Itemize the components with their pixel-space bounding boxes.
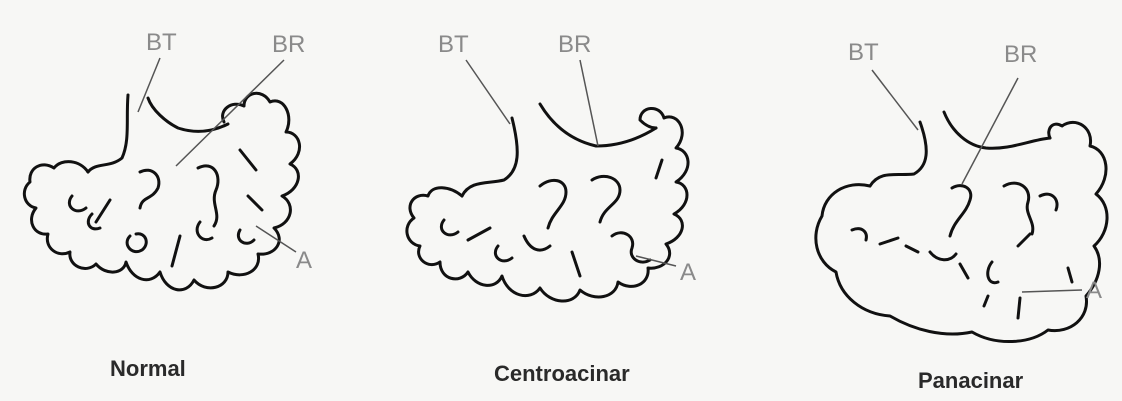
normal-acinus-drawing (24, 93, 299, 290)
panacinar-bt-leader (872, 70, 918, 130)
centroacinar-bt-leader (466, 60, 510, 124)
panacinar-br-leader (962, 78, 1018, 184)
centroacinar-br-leader (580, 60, 598, 146)
panacinar-a-label: A (1086, 277, 1102, 304)
panacinar-acinus-drawing (816, 112, 1107, 342)
normal-a-label: A (296, 247, 312, 274)
panacinar-br-label: BR (1004, 41, 1037, 68)
centroacinar-br-label: BR (558, 31, 591, 58)
centroacinar-bt-label: BT (438, 31, 469, 58)
normal-br-label: BR (272, 31, 305, 58)
normal-br-leader (176, 60, 284, 166)
centroacinar-caption: Centroacinar (494, 361, 630, 386)
centroacinar-a-label: A (680, 259, 696, 286)
centroacinar-acinus-drawing (407, 104, 688, 301)
panel-panacinar: BT BR A Panacinar (816, 39, 1107, 393)
normal-bt-label: BT (146, 29, 177, 56)
panel-centroacinar: BT BR A Centroacinar (407, 31, 696, 386)
panacinar-bt-label: BT (848, 39, 879, 66)
panacinar-caption: Panacinar (918, 368, 1024, 393)
normal-caption: Normal (110, 356, 186, 381)
panacinar-a-leader (1022, 290, 1082, 292)
panel-normal: BT BR A Normal (24, 29, 312, 381)
